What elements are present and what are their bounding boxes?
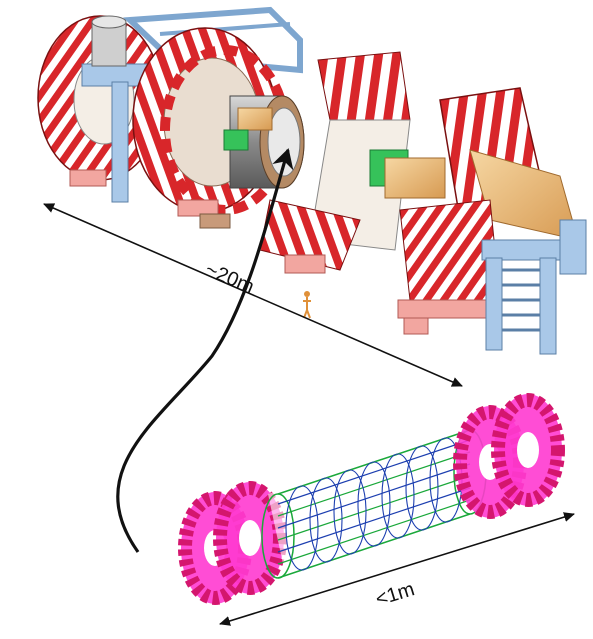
right-endcap [397, 87, 587, 355]
tracker-left-disks [178, 481, 287, 605]
person-figure [303, 291, 311, 319]
detector-dimension-arrow [43, 203, 463, 387]
zoom-arrow [116, 148, 294, 553]
detector-dimension: ~20m [43, 203, 463, 387]
tracker-size-label: <1m [373, 578, 417, 611]
tracker-right-disks [453, 393, 565, 519]
inner-solenoid [223, 95, 305, 189]
blue-staircase [481, 219, 587, 355]
full-detector [37, 6, 305, 229]
tracker-barrel [261, 429, 487, 579]
tracker-dimension-arrow [219, 512, 575, 626]
cryogenic-tank [91, 15, 127, 67]
pixel-tracker [178, 393, 565, 605]
